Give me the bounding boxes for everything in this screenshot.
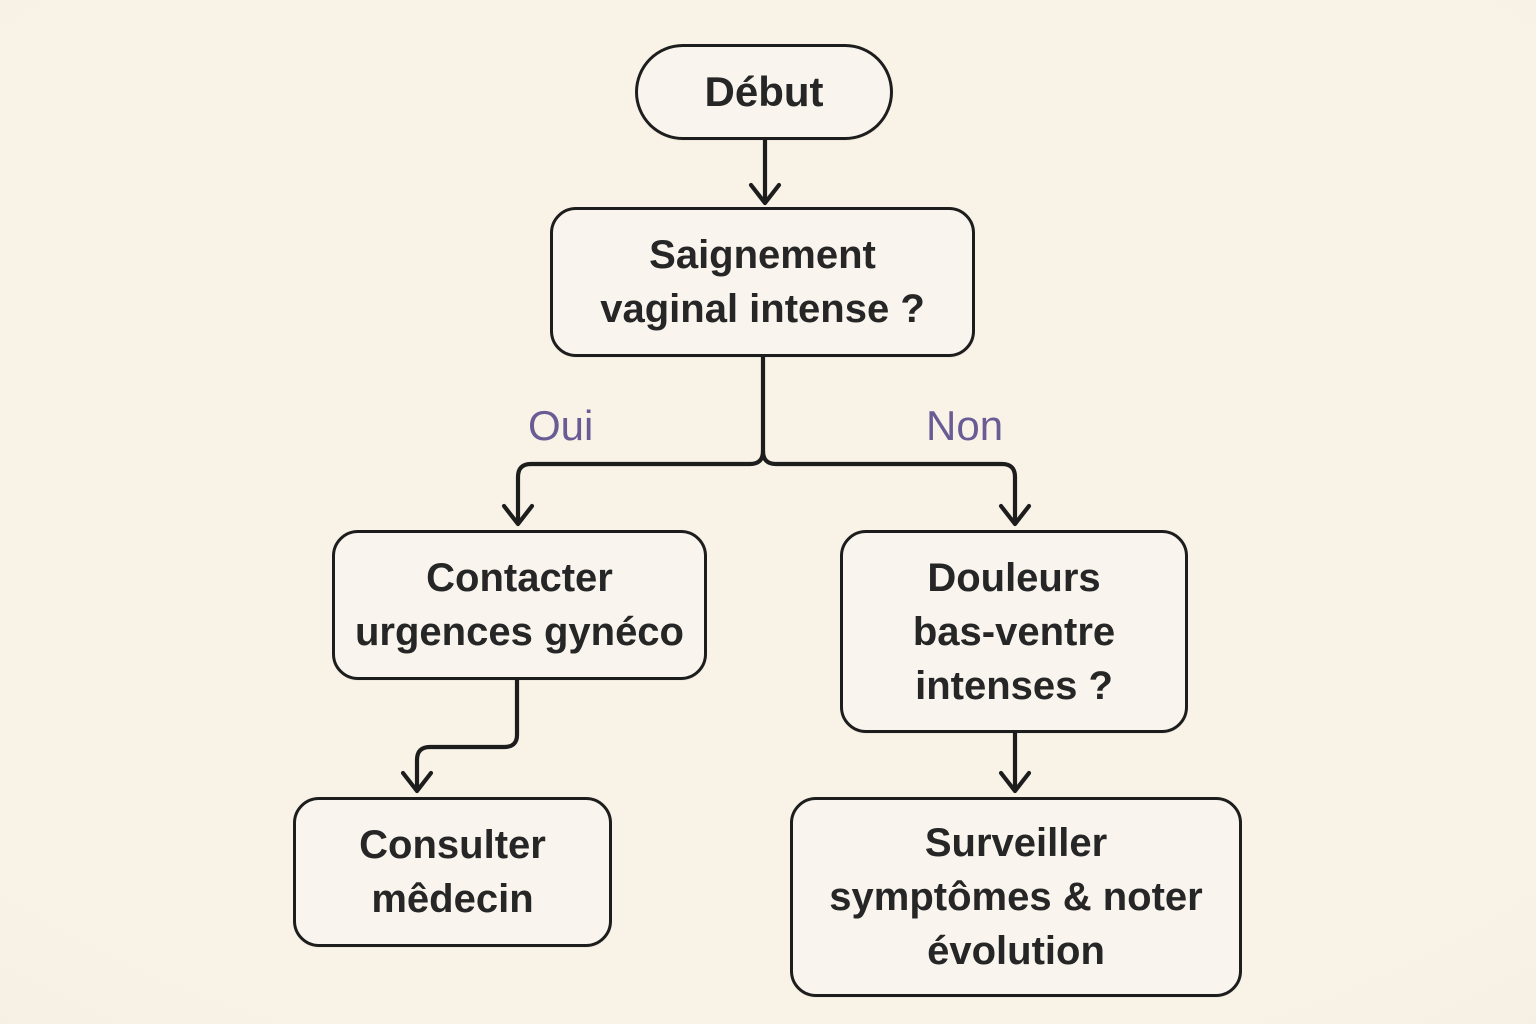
node-label-line: urgences gynéco xyxy=(354,610,684,654)
node-label-line: évolution xyxy=(927,929,1105,973)
node-label-line: Surveiller xyxy=(924,821,1108,865)
node-question-douleurs: Douleurs bas-ventre intenses ? xyxy=(840,530,1188,733)
edge-start-to-bleeding xyxy=(748,137,782,206)
node-consulter-medecin: Consulter mêdecin xyxy=(293,797,612,947)
node-label-line: vaginal intense ? xyxy=(600,287,925,331)
node-label-line: Saignement xyxy=(649,233,876,277)
node-label-line: Douleurs xyxy=(927,555,1101,600)
edge-label-oui: Oui xyxy=(528,402,594,449)
edge-pain-to-monitor xyxy=(998,730,1032,794)
node-label-line: bas-ventre xyxy=(912,609,1116,654)
node-label-line: Contacter xyxy=(426,556,613,600)
edge-bleeding-no xyxy=(760,448,1032,527)
node-label-line: intenses ? xyxy=(915,663,1113,708)
node-question-saignement: Saignement vaginal intense ? xyxy=(550,207,975,357)
node-start-label: Début xyxy=(704,67,824,115)
node-label-line: mêdecin xyxy=(371,877,534,921)
node-contacter-urgences: Contacter urgences gynéco xyxy=(332,530,707,680)
node-surveiller-symptomes: Surveiller symptômes & noter évolution xyxy=(790,797,1242,997)
edge-contact-to-consult xyxy=(400,677,520,794)
node-label-line: symptômes & noter xyxy=(829,875,1203,919)
node-start: Début xyxy=(635,44,893,140)
edge-label-non: Non xyxy=(926,402,1004,449)
node-label-line: Consulter xyxy=(359,823,546,867)
